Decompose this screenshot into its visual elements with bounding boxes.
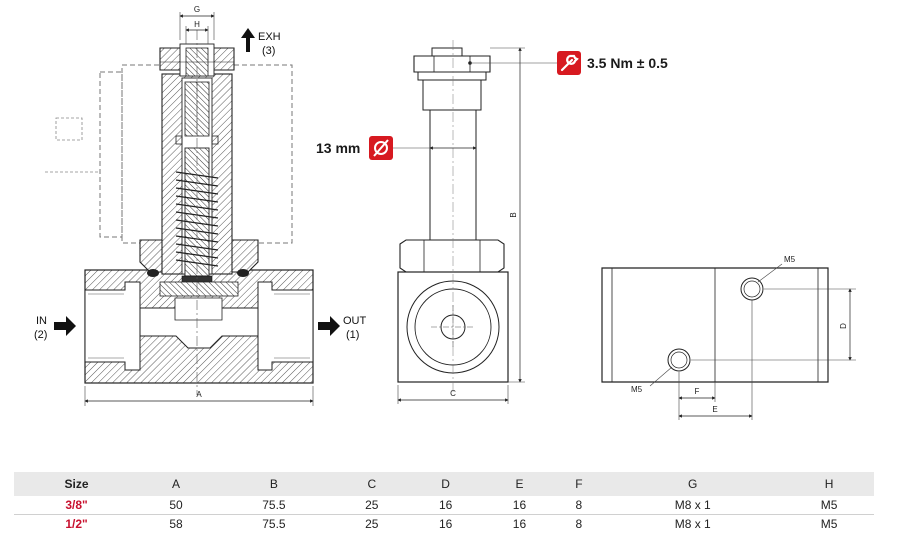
table-cell: 8 (575, 517, 583, 531)
table-cell: 25 (365, 517, 379, 531)
exh-label: EXH (258, 31, 281, 43)
table-cell: 16 (482, 496, 557, 515)
bottom-view: M5 M5 D F E (601, 255, 856, 420)
dim-c-label: C (450, 389, 456, 398)
dim-a-label: A (196, 390, 202, 399)
col-header-d: D (408, 472, 483, 496)
dim-d-label: D (839, 323, 848, 329)
exh-port-label: (3) (262, 45, 275, 57)
col-header-size: Size (14, 472, 140, 496)
table-cell: 75.5 (262, 517, 286, 531)
table-cell: M5 (820, 517, 838, 531)
exhaust-arrow-icon (241, 28, 255, 52)
col-header-c: C (334, 472, 409, 496)
table-cell: 16 (438, 517, 453, 531)
table-header-row: Size A B C D E F G H (14, 472, 874, 496)
outlet-arrow-icon (318, 316, 340, 336)
wrench-icon (557, 51, 581, 75)
col-header-f: F (556, 472, 602, 496)
col-header-h: H (784, 472, 874, 496)
inlet-arrow-icon (54, 316, 76, 336)
table-cell: 25 (334, 496, 409, 515)
table-row: 3/8" 50 75.5 25 16 16 8 M8 x 1 M5 (14, 496, 874, 515)
torque-spec: 3.5 Nm ± 0.5 (587, 55, 668, 71)
diameter-spec: 13 mm (316, 140, 360, 156)
dim-b-label: B (509, 212, 518, 217)
out-port-label: (1) (346, 329, 359, 341)
table-cell: 16 (512, 517, 527, 531)
col-header-e: E (482, 472, 557, 496)
col-header-a: A (139, 472, 213, 496)
table-cell: 16 (408, 496, 483, 515)
diameter-icon (369, 136, 393, 160)
dimensions-table: Size A B C D E F G H 3/8" 50 75.5 25 16 … (14, 472, 874, 533)
table-cell: 58 (169, 517, 183, 531)
table-cell: M5 (784, 496, 874, 515)
col-header-g: G (601, 472, 785, 496)
table-cell: M8 x 1 (601, 496, 785, 515)
in-port-label: (2) (34, 329, 47, 341)
table-cell: 3/8" (14, 496, 140, 515)
dim-g-label: G (194, 5, 200, 14)
dim-h-label: H (194, 20, 200, 29)
dim-f-label: F (695, 387, 700, 396)
table-cell: M8 x 1 (674, 517, 711, 531)
table-row: 1/2" 58 75.5 25 16 16 8 M8 x 1 M5 (14, 515, 874, 534)
table-cell: 50 (139, 496, 213, 515)
table-cell: 1/2" (65, 517, 88, 531)
m5-label-top: M5 (784, 255, 796, 264)
m5-label-bottom: M5 (631, 385, 643, 394)
table-cell: 8 (556, 496, 602, 515)
table-cell: 75.5 (212, 496, 335, 515)
side-view: B C 13 mm 3.5 Nm ± 0.5 (316, 40, 668, 404)
dim-e-label: E (712, 405, 717, 414)
section-view: G H A EXH (3) IN (2) OUT (1) (34, 5, 367, 406)
valve-technical-drawing: G H A EXH (3) IN (2) OUT (1) (34, 5, 856, 420)
col-header-b: B (212, 472, 335, 496)
out-label: OUT (343, 315, 367, 327)
in-label: IN (36, 315, 47, 327)
